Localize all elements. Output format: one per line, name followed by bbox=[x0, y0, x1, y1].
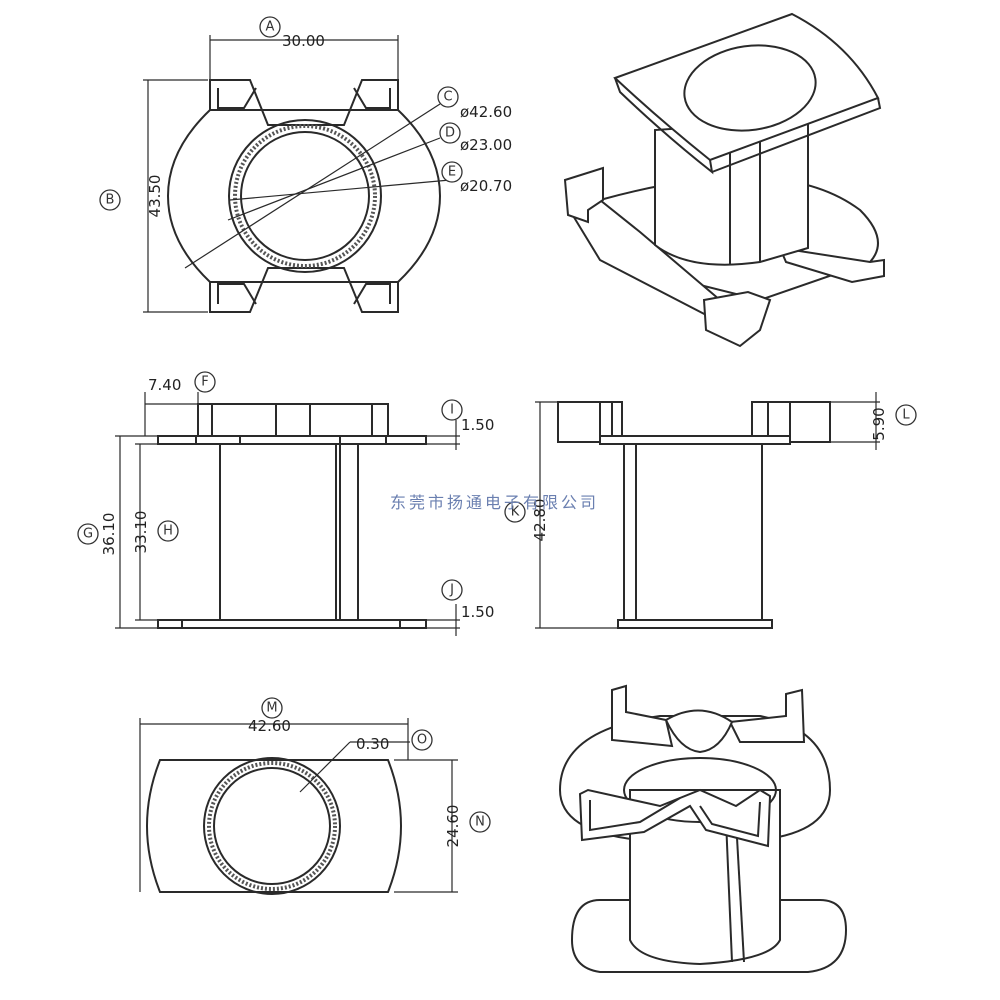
label-j-callout: J bbox=[441, 579, 463, 601]
dim-m-value: 42.60 bbox=[248, 717, 291, 735]
label-h: H bbox=[163, 524, 173, 539]
isometric-view-bottom bbox=[558, 684, 848, 973]
dim-o-value: 0.30 bbox=[356, 735, 389, 753]
label-d: D bbox=[445, 126, 455, 141]
dim-a-value: 30.00 bbox=[282, 32, 325, 50]
dim-k-value: 42.80 bbox=[531, 499, 549, 542]
label-i: I bbox=[450, 403, 454, 418]
label-f: F bbox=[201, 375, 208, 390]
label-b-callout: B bbox=[99, 189, 121, 211]
label-o-callout: O bbox=[411, 729, 433, 751]
dim-i-value: 1.50 bbox=[461, 416, 494, 434]
side-view: K 42.80 5.90 L bbox=[504, 392, 917, 629]
label-d-callout: D bbox=[439, 122, 461, 144]
front-view: 7.40 F 36.10 G bbox=[77, 371, 494, 636]
label-g-callout: G bbox=[77, 523, 99, 545]
bottom-view: M 42.60 0.30 O 24.60 N bbox=[139, 697, 491, 895]
label-b: B bbox=[106, 193, 115, 208]
label-e: E bbox=[448, 165, 456, 180]
isometric-view-top bbox=[563, 12, 885, 348]
label-k: K bbox=[511, 505, 520, 520]
watermark-text: 东莞市扬通电子有限公司 bbox=[390, 493, 599, 512]
dim-h-value: 33.10 bbox=[132, 511, 150, 554]
dim-f-value: 7.40 bbox=[148, 376, 181, 394]
dim-g-value: 36.10 bbox=[100, 513, 118, 556]
dim-d-value: ø23.00 bbox=[460, 136, 512, 154]
label-k-callout: K bbox=[504, 501, 526, 523]
label-l-callout: L bbox=[895, 404, 917, 426]
label-e-callout: E bbox=[441, 161, 463, 183]
dim-l-value: 5.90 bbox=[870, 407, 888, 440]
label-m: M bbox=[266, 701, 277, 716]
label-a-callout: A bbox=[259, 16, 281, 38]
label-c: C bbox=[443, 90, 452, 105]
label-o: O bbox=[417, 733, 427, 748]
label-i-callout: I bbox=[441, 399, 463, 421]
dim-c-value: ø42.60 bbox=[460, 103, 512, 121]
label-n-callout: N bbox=[469, 811, 491, 833]
label-a: A bbox=[266, 20, 275, 35]
label-j: J bbox=[449, 583, 454, 598]
label-c-callout: C bbox=[437, 86, 459, 108]
label-n: N bbox=[475, 815, 485, 830]
label-f-callout: F bbox=[194, 371, 216, 393]
label-g: G bbox=[83, 527, 93, 542]
top-view: A 30.00 43.50 B C ø42.60 bbox=[99, 16, 512, 313]
dim-b-value: 43.50 bbox=[146, 175, 164, 218]
dim-n-value: 24.60 bbox=[444, 805, 462, 848]
label-h-callout: H bbox=[157, 520, 179, 542]
dim-e-value: ø20.70 bbox=[460, 177, 512, 195]
label-m-callout: M bbox=[261, 697, 283, 719]
dim-j-value: 1.50 bbox=[461, 603, 494, 621]
label-l: L bbox=[902, 408, 910, 423]
